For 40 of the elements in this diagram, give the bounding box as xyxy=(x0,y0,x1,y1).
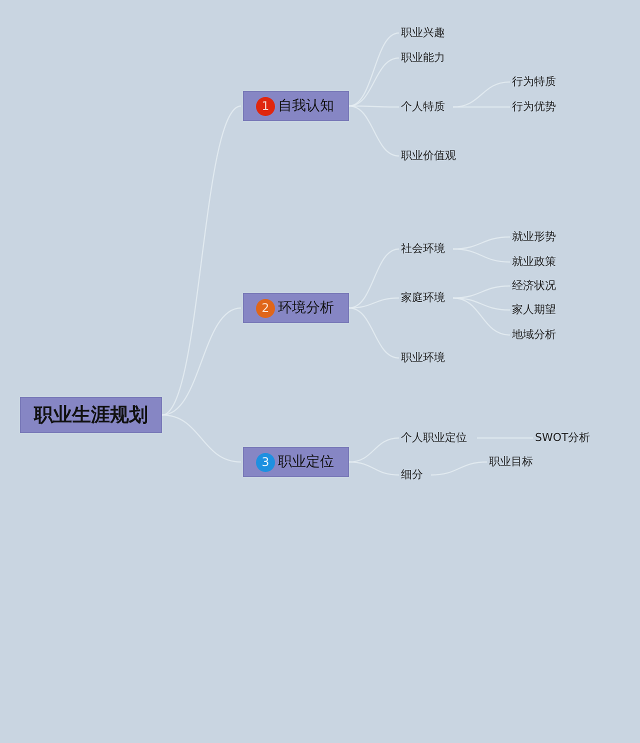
topic-box xyxy=(243,447,349,477)
topic-title: 环境分析 xyxy=(278,299,334,317)
subtopic-label: 家人期望 xyxy=(512,302,564,318)
topic-title: 职业生涯规划 xyxy=(34,403,148,428)
subtopic-label: 就业形势 xyxy=(512,229,564,245)
subtopic-label: 社会环境 xyxy=(401,241,453,257)
connector-line xyxy=(348,461,400,476)
connector-line xyxy=(452,297,510,336)
subtopic-label: 经济状况 xyxy=(512,278,564,294)
subtopic-label: 就业政策 xyxy=(512,254,564,270)
connector-line xyxy=(452,248,510,263)
topic-box xyxy=(243,91,349,121)
subtopic-label: 行为特质 xyxy=(512,74,564,90)
subtopic-label: 个人职业定位 xyxy=(401,430,477,446)
subtopic-label: 职业价值观 xyxy=(401,148,465,164)
number-badge: 3 xyxy=(256,452,275,472)
connector-line xyxy=(348,307,400,359)
number-badge: 1 xyxy=(256,96,275,116)
subtopic-label: 地域分析 xyxy=(512,327,564,343)
subtopic-label: 细分 xyxy=(401,467,431,483)
number-badge: 2 xyxy=(256,298,275,318)
topic-box xyxy=(243,293,349,323)
connector-line xyxy=(348,105,400,157)
subtopic-label: 家庭环境 xyxy=(401,290,453,306)
connector-line xyxy=(348,248,400,309)
connector-line xyxy=(348,437,400,463)
subtopic-label: SWOT分析 xyxy=(535,430,597,446)
connector-line xyxy=(162,414,242,463)
subtopic-label: 行为优势 xyxy=(512,99,564,115)
topic-title: 自我认知 xyxy=(278,97,334,115)
subtopic-label: 职业兴趣 xyxy=(401,25,453,41)
subtopic-label: 职业能力 xyxy=(401,50,453,66)
connector-line xyxy=(162,106,242,416)
topic-title: 职业定位 xyxy=(278,453,334,471)
connector-line xyxy=(348,32,400,107)
subtopic-label: 职业目标 xyxy=(489,454,541,470)
central-topic-box xyxy=(20,397,162,433)
subtopic-label: 职业环境 xyxy=(401,350,453,366)
connector-line xyxy=(430,461,488,476)
subtopic-label: 个人特质 xyxy=(401,99,453,115)
